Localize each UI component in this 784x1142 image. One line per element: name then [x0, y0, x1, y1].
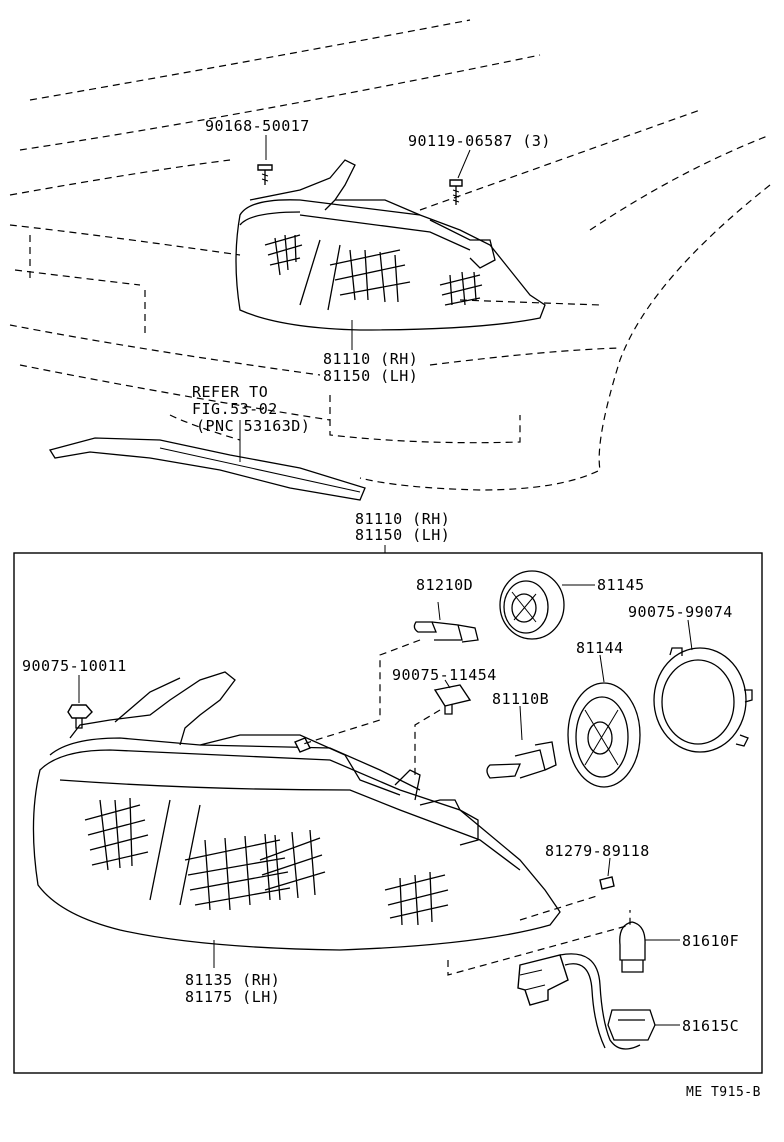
label-ring-90075-99074: 90075-99074	[628, 603, 733, 621]
label-lens-lh: 81175 (LH)	[185, 988, 280, 1006]
label-ring-81144: 81144	[576, 639, 624, 657]
bulb-81110b	[486, 705, 557, 779]
label-socket-81145: 81145	[597, 576, 645, 594]
label-bulb-81210d: 81210D	[416, 576, 473, 594]
label-box-part-lh: 81150 (LH)	[355, 526, 450, 544]
screw-right-top	[449, 179, 463, 205]
label-top-part-rh: 81110 (RH)	[323, 350, 418, 368]
label-screw-90119: 90119-06587 (3)	[408, 132, 551, 150]
label-lens-rh: 81135 (RH)	[185, 971, 280, 989]
clip-90075-11454	[414, 679, 472, 775]
screw-81279-89118	[599, 857, 615, 890]
clip-90075-10011	[67, 675, 93, 729]
headlight-housing-detail	[32, 671, 561, 951]
turn-bulb-81610f	[619, 921, 680, 973]
detail-frame	[13, 552, 763, 1074]
socket-cover-81145	[499, 570, 595, 640]
headlight-assembly-top	[235, 159, 546, 331]
reflector-ring-81144	[567, 654, 641, 788]
screw-left-top	[257, 164, 273, 185]
car-body-outline	[9, 19, 771, 491]
label-refer-pnc: (PNC 53163D)	[196, 417, 310, 435]
label-screw-81279-89118: 81279-89118	[545, 842, 650, 860]
label-bulb-81610f: 81610F	[682, 932, 739, 950]
label-bulb-81110b: 81110B	[492, 690, 549, 708]
turn-socket-81615c	[517, 953, 680, 1050]
label-refer-fig: FIG.53-02	[192, 400, 278, 418]
label-box-part-rh: 81110 (RH)	[355, 510, 450, 528]
label-clip-90075-10011: 90075-10011	[22, 657, 127, 675]
label-socket-81615c: 81615C	[682, 1017, 739, 1035]
figure-code: ME T915-B	[686, 1085, 761, 1100]
label-screw-90168: 90168-50017	[205, 117, 310, 135]
label-refer-to: REFER TO	[192, 383, 268, 401]
retainer-ring-90075-99074	[653, 619, 753, 753]
label-top-part-lh: 81150 (LH)	[323, 367, 418, 385]
bulb-81210d	[299, 601, 479, 746]
bumper-trim-strip	[48, 437, 366, 501]
label-clip-90075-11454: 90075-11454	[392, 666, 497, 684]
